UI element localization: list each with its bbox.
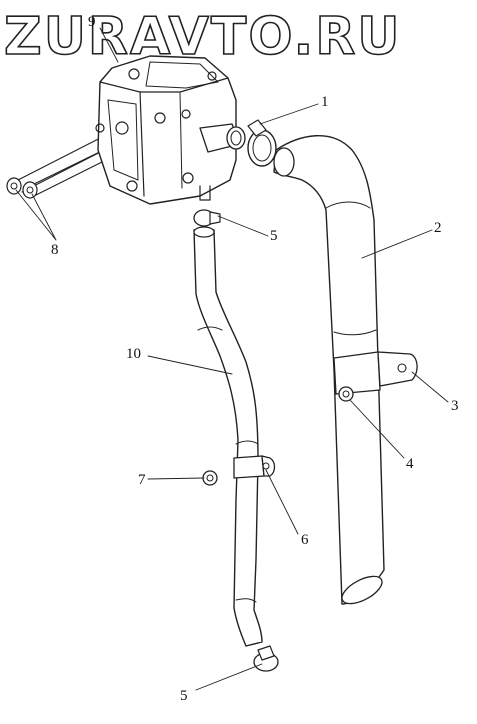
- small-clamp-lower-part-5: [253, 645, 279, 672]
- hose-clamp-part-1: [247, 119, 277, 167]
- callout-7: 7: [138, 472, 146, 488]
- leader-lines: [15, 27, 449, 691]
- pipe-bracket-part-3: [333, 351, 418, 395]
- callout-10: 10: [126, 346, 141, 362]
- callout-8: 8: [51, 242, 59, 258]
- callout-labels: 1 2 3 4 5 6 7 8 9 10 5: [51, 14, 459, 704]
- callout-2: 2: [434, 220, 442, 236]
- small-clamp-upper-part-5: [193, 209, 221, 227]
- callout-1: 1: [321, 94, 329, 110]
- heater-unit-part-9: [95, 55, 246, 205]
- intake-hose-part-10: [193, 226, 263, 647]
- callout-5-upper: 5: [270, 228, 278, 244]
- exhaust-pipe-part-2: [273, 135, 385, 605]
- callout-4: 4: [406, 456, 414, 472]
- callout-9: 9: [88, 14, 96, 30]
- watermark-logo: ZURAVTO.RU: [4, 7, 401, 67]
- bracket-bolt-part-7: [202, 470, 218, 486]
- callout-5-lower: 5: [180, 688, 188, 704]
- callout-6: 6: [301, 532, 309, 548]
- bracket-bolt-part-4: [338, 386, 354, 402]
- hose-bracket-part-6: [233, 455, 276, 479]
- callout-3: 3: [451, 398, 459, 414]
